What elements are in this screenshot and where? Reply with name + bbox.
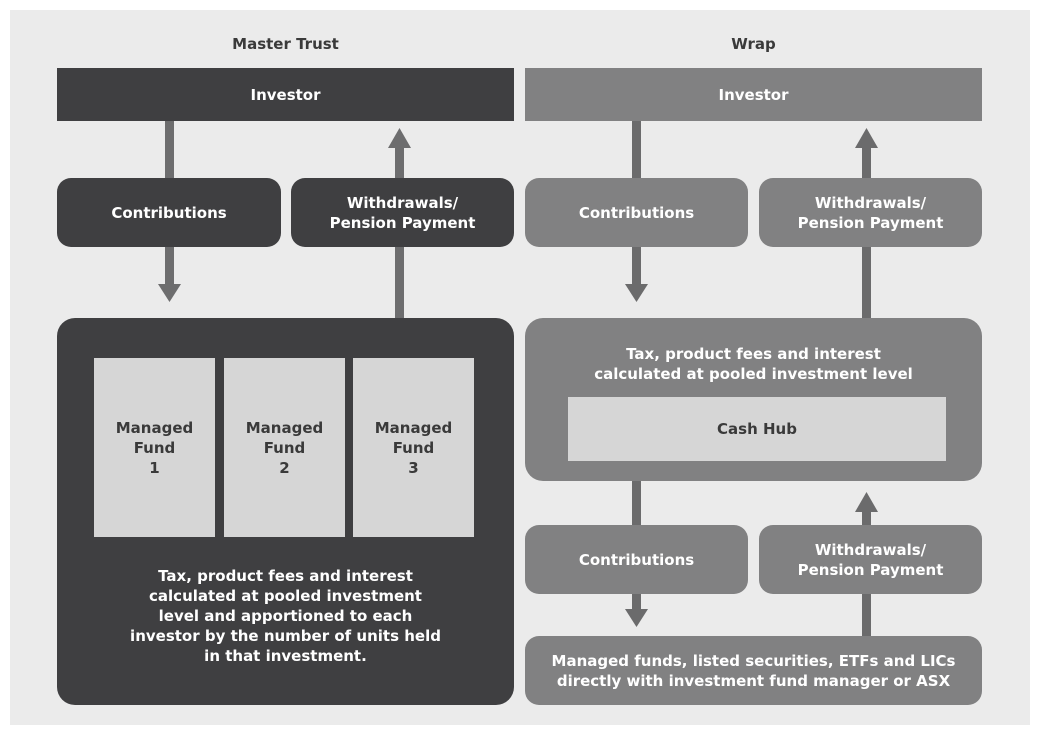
master-trust-description: Tax, product fees and interest calculate… bbox=[130, 567, 441, 665]
wrap-investor: Investor bbox=[525, 68, 982, 121]
master-trust-investor: Investor bbox=[57, 68, 514, 121]
wrap-withdrawals-bottom: Withdrawals/ Pension Payment bbox=[759, 525, 982, 594]
master-trust-withdrawals: Withdrawals/ Pension Payment bbox=[291, 178, 514, 247]
managed-fund-1: Managed Fund 1 bbox=[94, 358, 215, 537]
wrap-withdrawal-arrow-bottom bbox=[855, 492, 878, 637]
wrap-contributions-bottom: Contributions bbox=[525, 525, 748, 594]
cash-hub: Cash Hub bbox=[568, 397, 946, 461]
master-contribution-arrow bbox=[158, 121, 181, 302]
master-trust-contributions: Contributions bbox=[57, 178, 281, 247]
master-withdrawal-arrow bbox=[388, 128, 411, 320]
wrap-contribution-arrow-top bbox=[625, 121, 648, 302]
managed-fund-3: Managed Fund 3 bbox=[353, 358, 474, 537]
wrap-heading: Wrap bbox=[731, 35, 776, 53]
wrap-direct-investments: Managed funds, listed securities, ETFs a… bbox=[525, 636, 982, 705]
wrap-withdrawal-arrow-top bbox=[855, 128, 878, 320]
master-trust-heading: Master Trust bbox=[232, 35, 339, 53]
managed-fund-2: Managed Fund 2 bbox=[224, 358, 345, 537]
wrap-contribution-arrow-bottom bbox=[625, 480, 648, 627]
wrap-pooled-text: Tax, product fees and interest calculate… bbox=[594, 345, 913, 383]
wrap-withdrawals-top: Withdrawals/ Pension Payment bbox=[759, 178, 982, 247]
wrap-contributions-top: Contributions bbox=[525, 178, 748, 247]
